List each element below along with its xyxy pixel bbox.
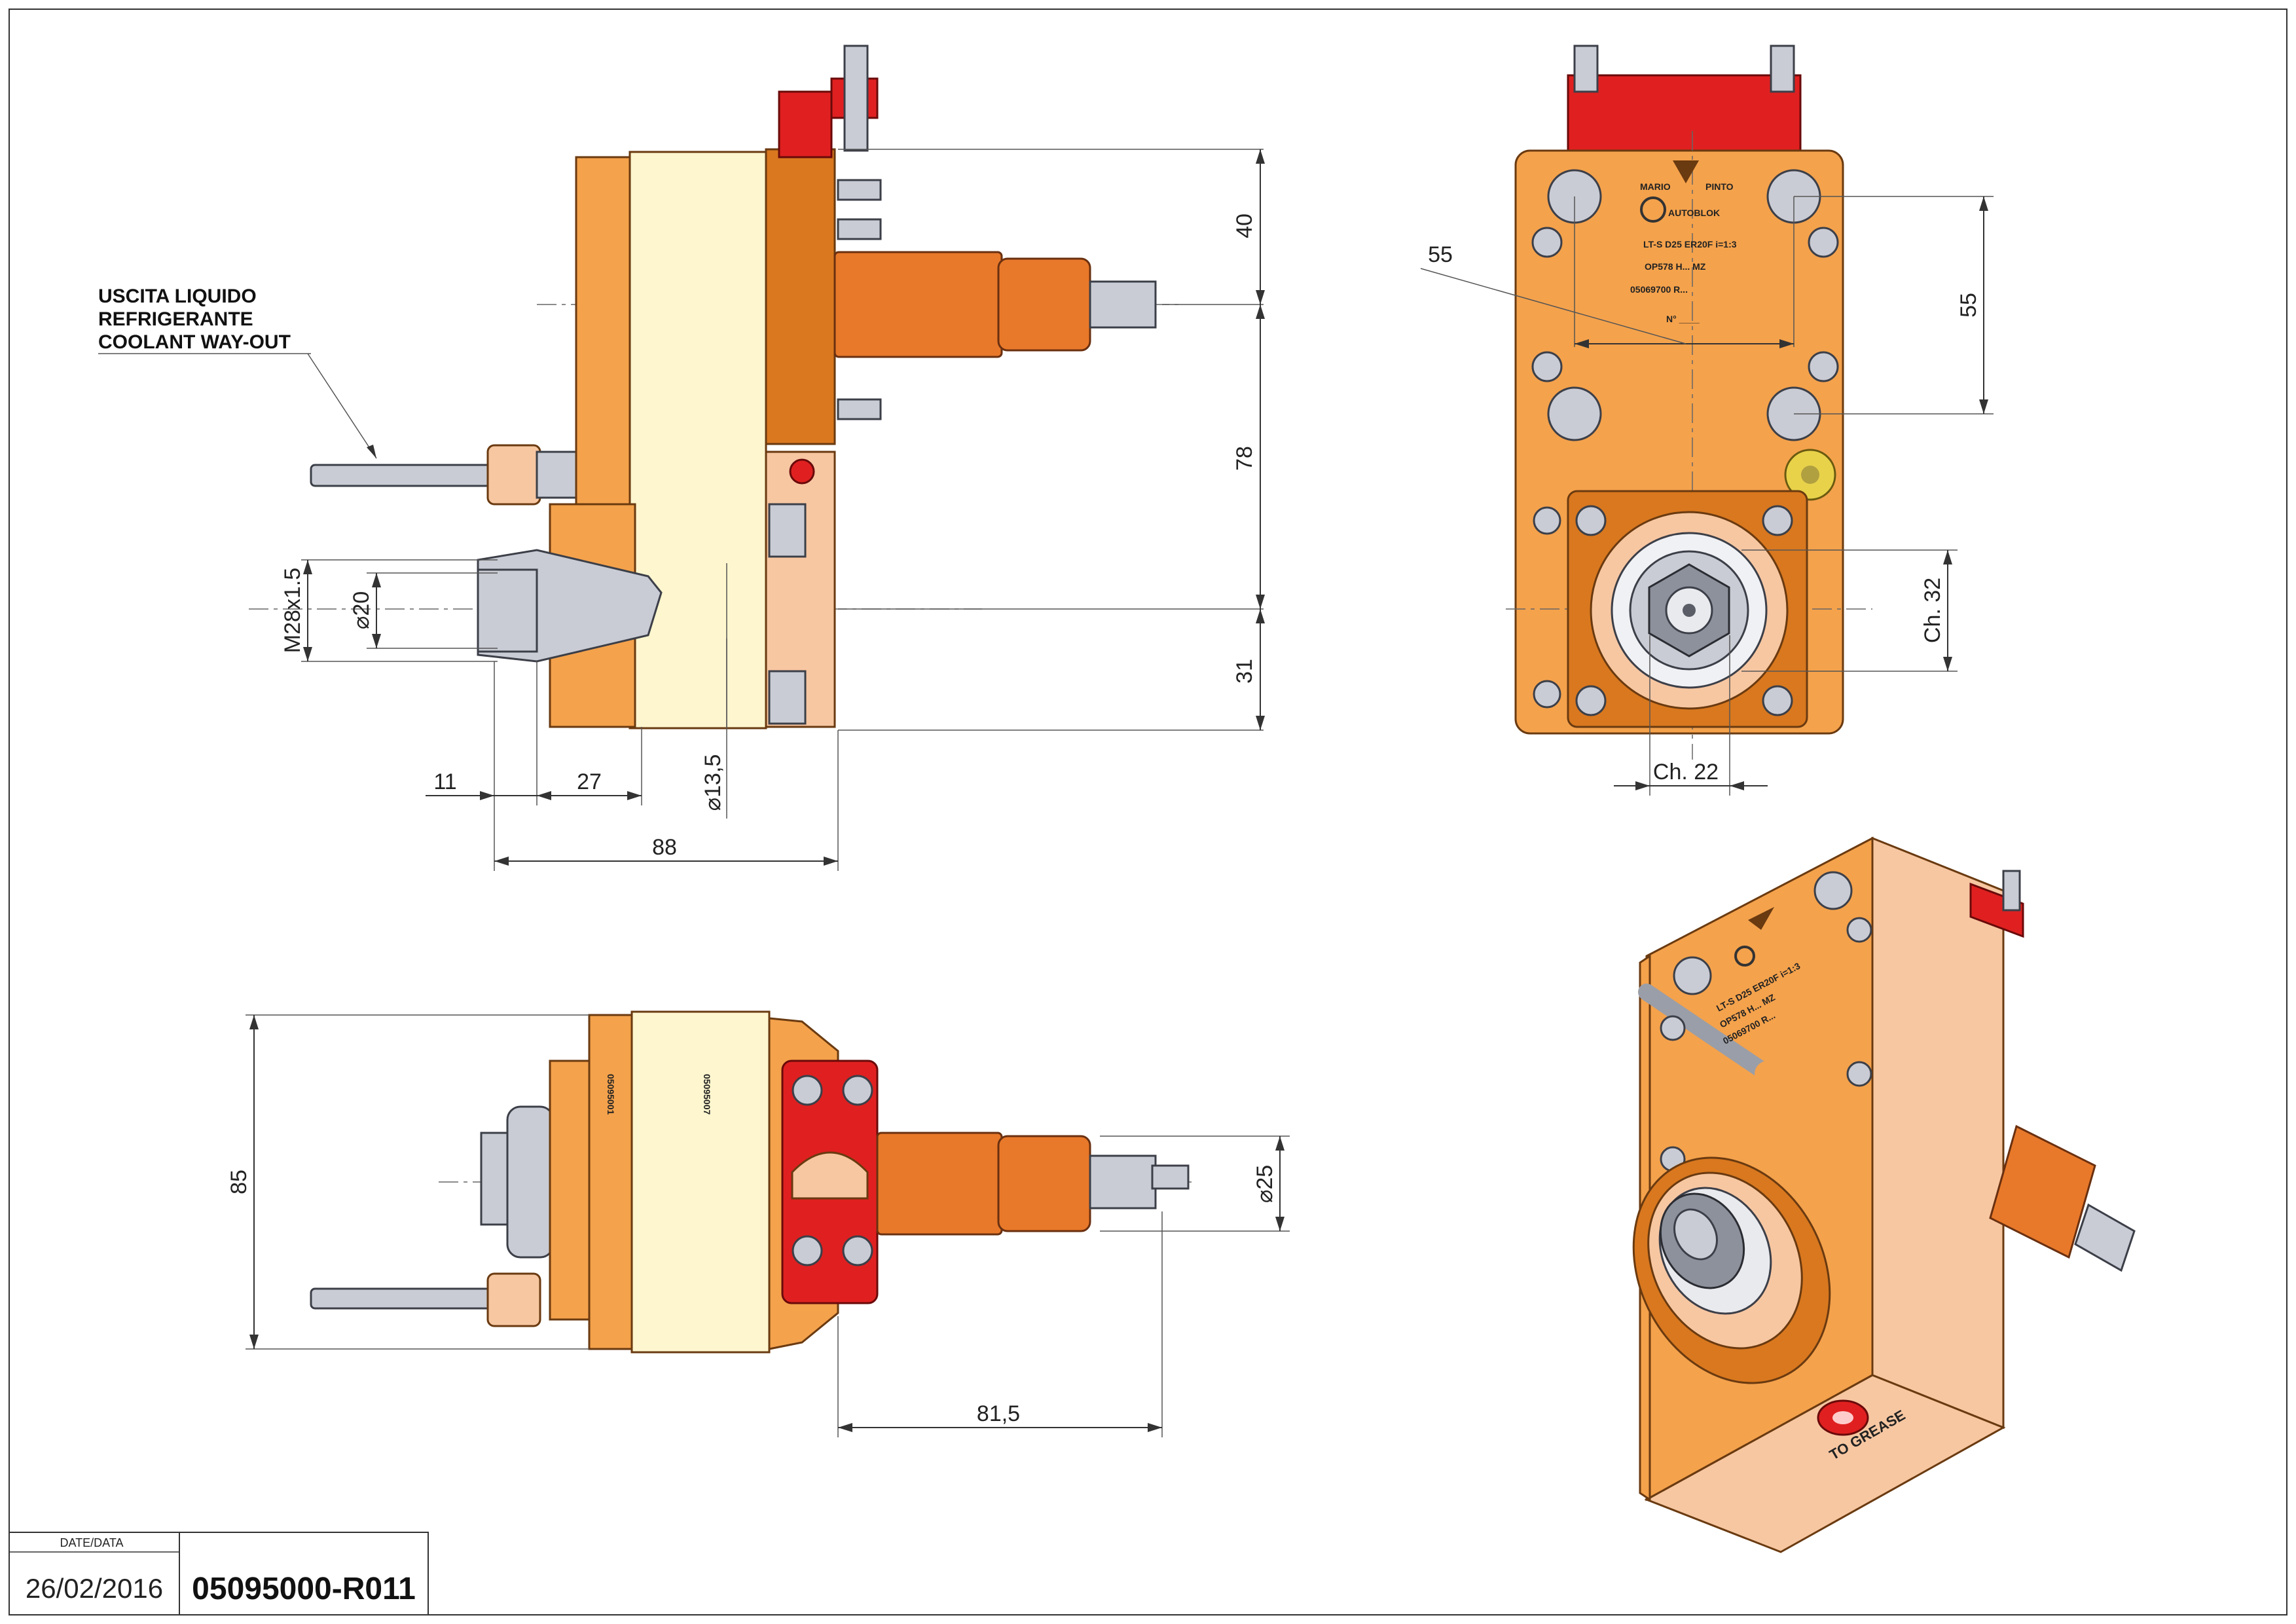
front-red-coupling — [1567, 74, 1802, 155]
title-block: DATE/DATA 26/02/2016 05095000-R011 — [9, 1532, 429, 1615]
coolant-fitting — [486, 444, 541, 506]
dim-inner-bore: ⌀13,5 — [701, 754, 725, 811]
iso-bottom-face — [1644, 1374, 2006, 1553]
plate-line2: OP578 H... MZ — [1645, 261, 1706, 272]
sheet-border — [9, 9, 2287, 1615]
bolt-mid-left — [1547, 386, 1602, 441]
coolant-note-line3: COOLANT WAY-OUT — [98, 331, 291, 353]
plate-line3: 05069700 R... — [1630, 284, 1688, 295]
dim-bolt-spacing-h: 55 — [1428, 242, 1453, 267]
title-block-date-value: 26/02/2016 — [26, 1573, 163, 1604]
dim-shaft-dia: ⌀25 — [1252, 1165, 1277, 1203]
side-red-coupling — [778, 90, 833, 158]
dim-shaft-len: 81,5 — [977, 1401, 1020, 1426]
plate-line1: LT-S D25 ER20F i=1:3 — [1643, 239, 1737, 249]
dim-height-bottom: 31 — [1232, 659, 1257, 684]
plate-line4: N° ____ — [1666, 314, 1700, 324]
title-block-date-label: DATE/DATA — [60, 1536, 123, 1549]
plate-brand3: AUTOBLOK — [1668, 208, 1720, 218]
dim-height-mid: 78 — [1232, 446, 1257, 471]
part-mark-1: 05095001 — [606, 1074, 616, 1115]
isometric-view: LT-S D25 ER20F i=1:3 OP578 H... MZ 05069… — [1632, 836, 2136, 1553]
dim-len-11: 11 — [433, 769, 456, 794]
top-flange — [588, 1014, 633, 1350]
top-view: 05095001 05095007 85 ⌀25 81,5 — [227, 1010, 1290, 1437]
dim-wrench-32: Ch. 32 — [1920, 578, 1945, 643]
front-view: MARIO PINTO AUTOBLOK LT-S D25 ER20F i=1:… — [1420, 45, 1994, 796]
side-gear-block — [765, 148, 836, 445]
dim-height-top: 40 — [1232, 213, 1257, 238]
side-view: 40 78 31 M28x1.5 ⌀20 ⌀13,5 11 27 — [98, 45, 1265, 871]
iso-output-shaft — [1989, 1124, 2096, 1259]
side-output-shaft — [833, 251, 1003, 358]
top-housing — [630, 1010, 771, 1354]
dim-len-27: 27 — [577, 769, 602, 794]
dim-wrench-22: Ch. 22 — [1653, 760, 1719, 784]
dim-height-85: 85 — [227, 1170, 251, 1194]
side-housing — [629, 151, 767, 729]
coolant-pipe — [310, 464, 496, 487]
dim-thread: M28x1.5 — [280, 568, 305, 653]
dim-bolt-spacing-v: 55 — [1956, 293, 1981, 318]
plate-brand2: PINTO — [1705, 181, 1734, 192]
dim-bore: ⌀20 — [349, 591, 374, 629]
part-mark-2: 05095007 — [702, 1074, 712, 1115]
dim-len-88: 88 — [652, 835, 677, 860]
coolant-note-line2: REFRIGERANTE — [98, 308, 253, 330]
plate-brand1: MARIO — [1640, 181, 1671, 192]
coolant-note-line1: USCITA LIQUIDO — [98, 286, 257, 307]
title-block-drawing-code: 05095000-R011 — [192, 1572, 416, 1606]
iso-side-face — [1871, 836, 2005, 1430]
top-output-shaft — [876, 1132, 1003, 1236]
